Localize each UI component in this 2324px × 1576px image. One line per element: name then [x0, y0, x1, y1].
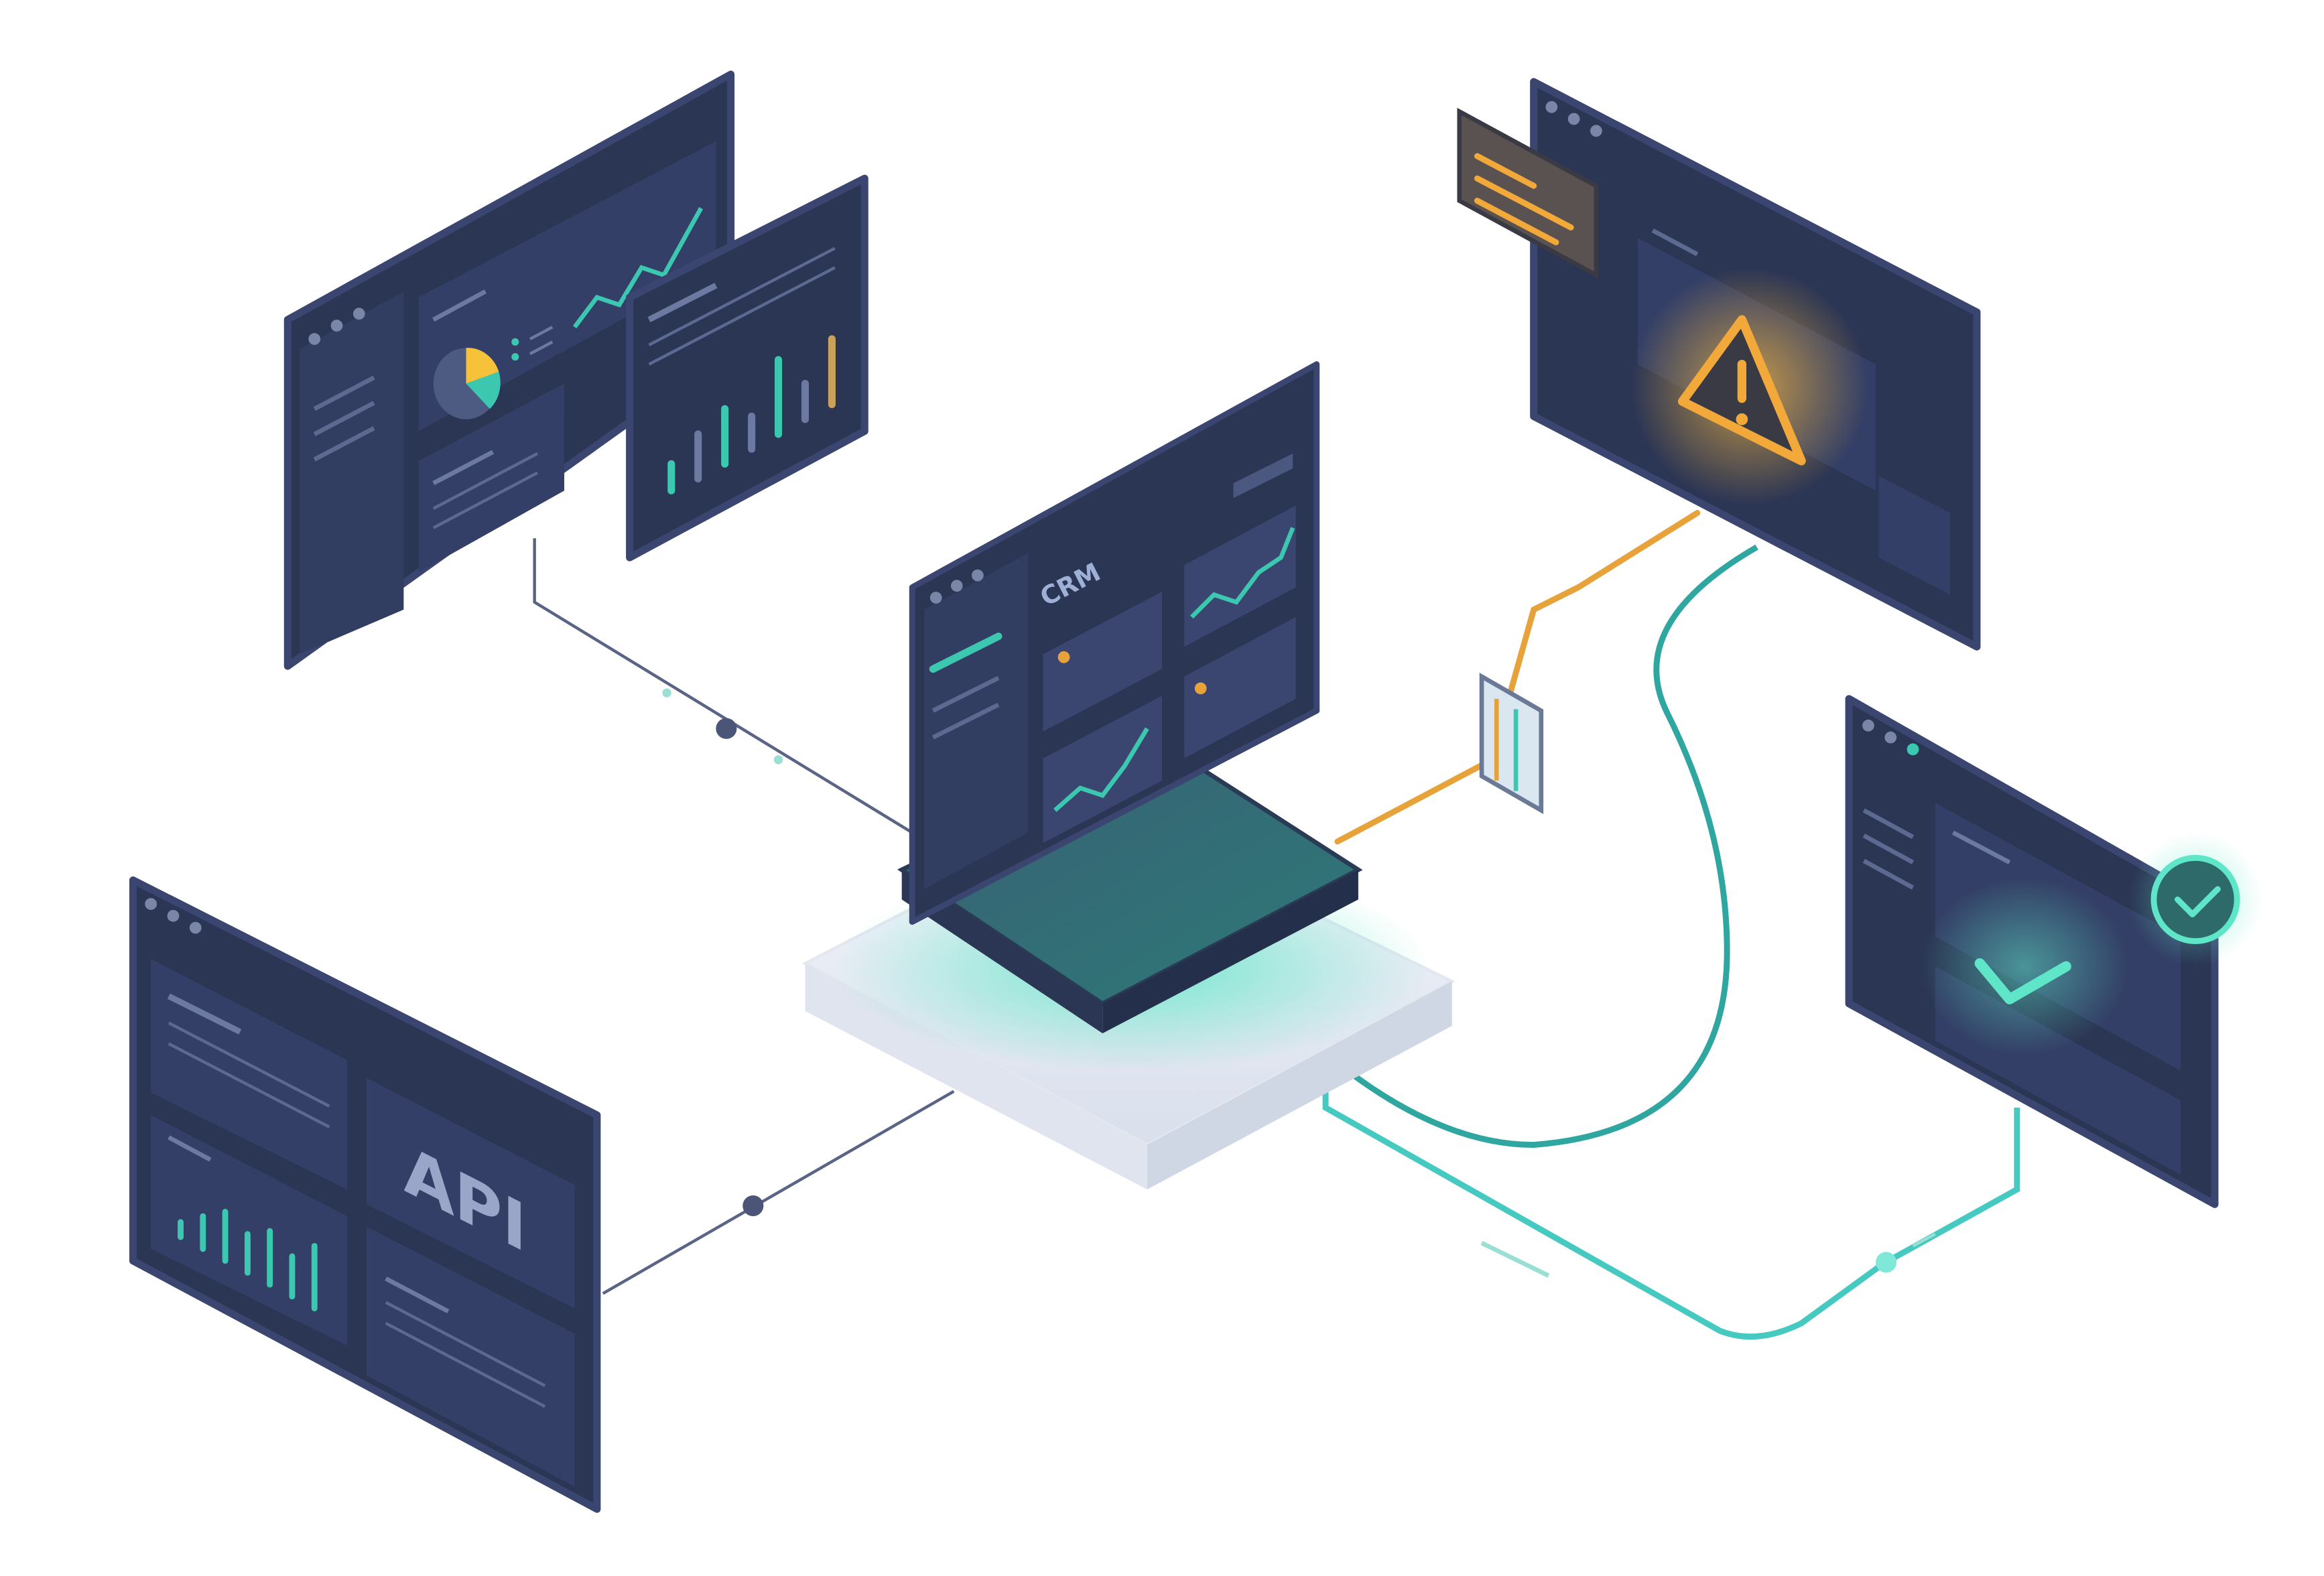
success-panel [1845, 695, 2262, 1208]
analytics-dashboard [283, 70, 735, 670]
crm-trend-chart [1190, 527, 1295, 619]
connector-node [716, 718, 737, 739]
warning-icon [1677, 315, 1806, 466]
pie-chart-icon [433, 348, 501, 419]
platform [801, 740, 1456, 1190]
dashboard-trend-chart [572, 207, 704, 329]
warning-panel [1530, 78, 1981, 651]
connector-success [1220, 1008, 2020, 1340]
connector-dashboard [533, 538, 913, 834]
connector-node [1876, 1252, 1897, 1273]
connectors [533, 510, 2020, 1340]
connector-loop [1308, 544, 1758, 1148]
connector-node [743, 1195, 764, 1217]
check-badge-icon [2128, 832, 2262, 967]
connector-warning [1334, 510, 1701, 845]
check-icon [1974, 958, 2071, 1004]
connector-bracket [1479, 672, 1544, 815]
crm-screen: CRM [909, 361, 1320, 925]
notification-card [1457, 107, 1599, 279]
api-panel: API [129, 876, 601, 1513]
bar-chart-icon [667, 335, 836, 495]
bar-chart-card [626, 174, 868, 562]
connector-api [602, 1090, 955, 1295]
